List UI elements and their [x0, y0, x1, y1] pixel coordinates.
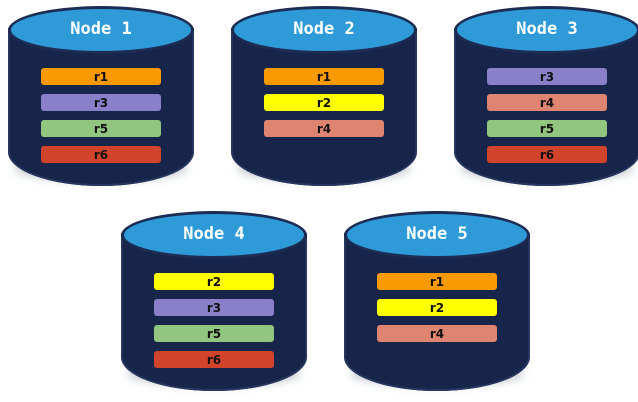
record-list: r1 r2 r4 [264, 68, 384, 146]
record-bar[interactable]: r6 [41, 146, 161, 163]
node-cylinder-2[interactable]: Node 2 r1 r2 r4 [231, 6, 417, 186]
record-bar[interactable]: r4 [264, 120, 384, 137]
record-bar[interactable]: r5 [154, 325, 274, 342]
node-title: Node 3 [516, 19, 578, 39]
record-label: r2 [206, 274, 222, 289]
cylinder-top-disc: Node 1 [8, 6, 194, 54]
record-bar[interactable]: r2 [377, 299, 497, 316]
record-list: r3 r4 r5 r6 [487, 68, 607, 172]
record-label: r1 [93, 69, 109, 84]
record-bar[interactable]: r4 [487, 94, 607, 111]
node-cylinder-1[interactable]: Node 1 r1 r3 r5 r6 [8, 6, 194, 186]
node-cylinder-3[interactable]: Node 3 r3 r4 r5 r6 [454, 6, 638, 186]
record-label: r5 [93, 121, 109, 136]
record-bar[interactable]: r4 [377, 325, 497, 342]
node-title: Node 5 [406, 224, 468, 244]
record-bar[interactable]: r1 [41, 68, 161, 85]
record-bar[interactable]: r1 [377, 273, 497, 290]
record-label: r4 [429, 326, 445, 341]
record-label: r5 [206, 326, 222, 341]
node-cylinder-5[interactable]: Node 5 r1 r2 r4 [344, 211, 530, 391]
record-label: r3 [93, 95, 109, 110]
node-title: Node 1 [70, 19, 132, 39]
record-label: r3 [206, 300, 222, 315]
record-bar[interactable]: r3 [154, 299, 274, 316]
record-label: r4 [316, 121, 332, 136]
record-bar[interactable]: r6 [487, 146, 607, 163]
cylinder-top-disc: Node 4 [121, 211, 307, 259]
record-bar[interactable]: r1 [264, 68, 384, 85]
record-list: r2 r3 r5 r6 [154, 273, 274, 377]
record-list: r1 r3 r5 r6 [41, 68, 161, 172]
record-label: r5 [539, 121, 555, 136]
cylinder-top-disc: Node 2 [231, 6, 417, 54]
cylinder-top-disc: Node 5 [344, 211, 530, 259]
record-label: r4 [539, 95, 555, 110]
record-label: r2 [316, 95, 332, 110]
record-bar[interactable]: r3 [41, 94, 161, 111]
node-cylinder-4[interactable]: Node 4 r2 r3 r5 r6 [121, 211, 307, 391]
record-label: r1 [316, 69, 332, 84]
node-title: Node 2 [293, 19, 355, 39]
record-bar[interactable]: r3 [487, 68, 607, 85]
node-title: Node 4 [183, 224, 245, 244]
record-bar[interactable]: r5 [487, 120, 607, 137]
cylinder-top-disc: Node 3 [454, 6, 638, 54]
record-list: r1 r2 r4 [377, 273, 497, 351]
record-label: r3 [539, 69, 555, 84]
record-label: r6 [93, 147, 109, 162]
record-label: r6 [206, 352, 222, 367]
record-bar[interactable]: r2 [264, 94, 384, 111]
record-label: r1 [429, 274, 445, 289]
record-bar[interactable]: r6 [154, 351, 274, 368]
record-bar[interactable]: r5 [41, 120, 161, 137]
record-label: r2 [429, 300, 445, 315]
record-label: r6 [539, 147, 555, 162]
record-bar[interactable]: r2 [154, 273, 274, 290]
